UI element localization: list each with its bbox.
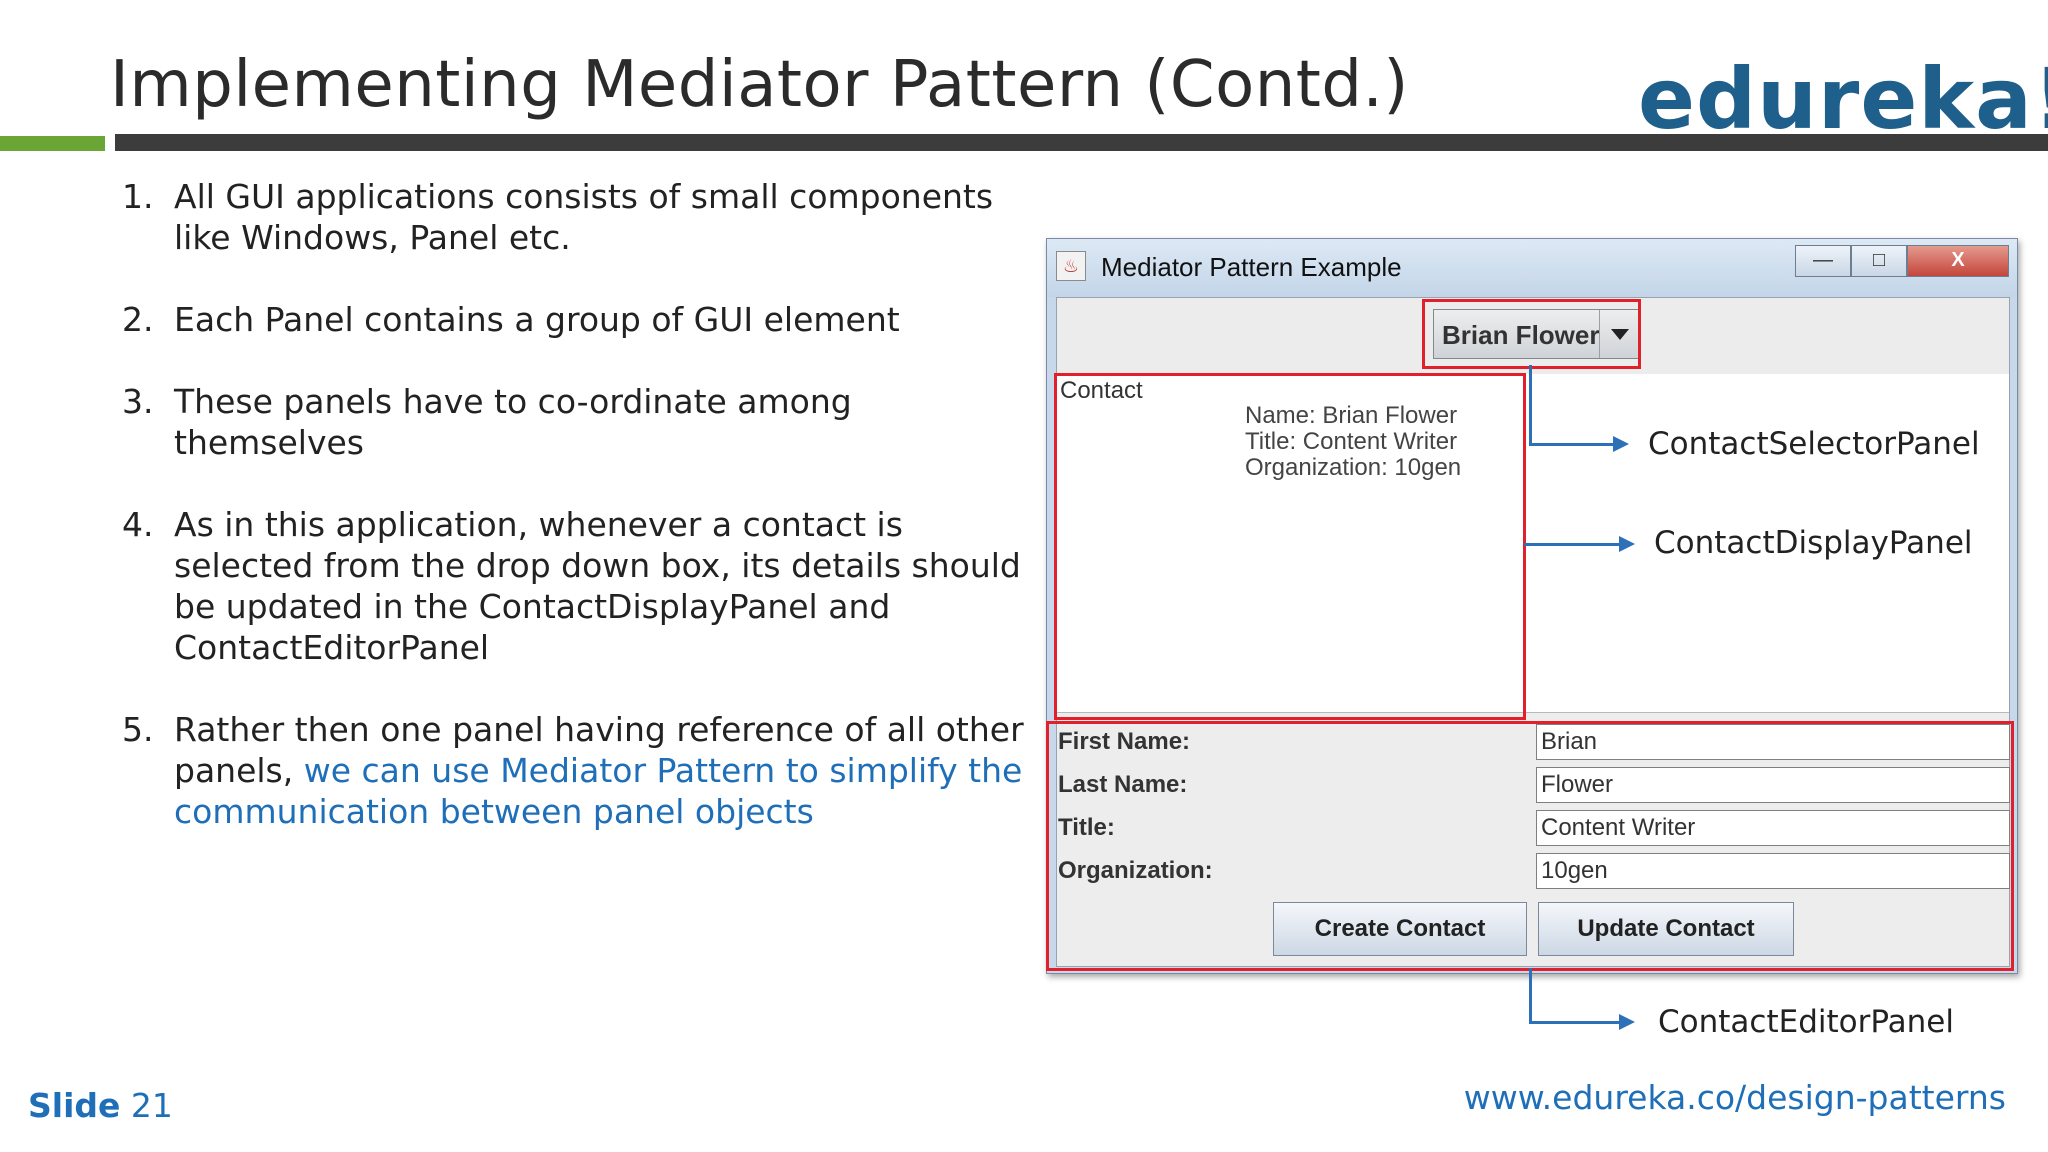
display-name: Name: Brian Flower: [1245, 402, 1458, 429]
first-name-value: Brian: [1541, 728, 1598, 755]
title-accent-bar: [0, 136, 105, 151]
last-name-label: Last Name:: [1058, 771, 1188, 798]
last-name-value: Flower: [1541, 771, 1614, 798]
footer-url-link[interactable]: www.edureka.co/design-patterns: [1463, 1078, 2006, 1117]
display-arrowhead: [1619, 536, 1635, 552]
title-field[interactable]: Content Writer: [1536, 810, 2010, 846]
editor-highlight-box: [1046, 721, 2014, 971]
display-connector: [1524, 543, 1624, 546]
maximize-button[interactable]: □: [1851, 245, 1907, 277]
selector-panel-annotation: ContactSelectorPanel: [1648, 426, 1980, 462]
contact-selector-panel: Brian Flower: [1057, 298, 2009, 375]
first-name-label: First Name:: [1058, 728, 1191, 755]
contact-dropdown[interactable]: Brian Flower: [1433, 309, 1641, 359]
window-title: Mediator Pattern Example: [1101, 252, 1402, 282]
slide-number: 21: [130, 1086, 173, 1125]
contact-dropdown-value: Brian Flower: [1442, 320, 1600, 350]
display-panel-annotation: ContactDisplayPanel: [1654, 525, 1973, 561]
bullet-item-4: 4. As in this application, whenever a co…: [122, 504, 1042, 668]
title-label: Title:: [1058, 814, 1115, 841]
bullet-number: 3.: [122, 382, 154, 421]
organization-label: Organization:: [1058, 857, 1213, 884]
organization-value: 10gen: [1541, 857, 1608, 884]
bullet-number: 1.: [122, 177, 154, 216]
bullet-highlight-text: we can use Mediator Pattern to simplify …: [174, 751, 1023, 831]
bullet-text: All GUI applications consists of small c…: [174, 177, 994, 257]
selector-arrowhead: [1613, 436, 1629, 452]
selector-connector-horizontal: [1529, 443, 1619, 446]
bullet-item-2: 2. Each Panel contains a group of GUI el…: [122, 299, 1042, 340]
slide-title: Implementing Mediator Pattern (Contd.): [110, 48, 1409, 122]
contact-heading: Contact: [1060, 377, 1143, 404]
display-title: Title: Content Writer: [1245, 428, 1458, 455]
bullet-item-1: 1. All GUI applications consists of smal…: [122, 176, 1042, 258]
bullet-text: As in this application, whenever a conta…: [174, 505, 1021, 667]
bullet-text: Rather then one panel having reference o…: [174, 710, 1024, 790]
title-value: Content Writer: [1541, 814, 1696, 841]
editor-connector-vertical: [1529, 968, 1532, 1024]
last-name-field[interactable]: Flower: [1536, 767, 2010, 803]
bullet-item-3: 3. These panels have to co-ordinate amon…: [122, 381, 1042, 463]
slide-number-label: Slide 21: [28, 1086, 173, 1125]
chevron-down-icon[interactable]: [1599, 310, 1640, 358]
display-highlight-box: [1054, 373, 1526, 720]
slide-word: Slide: [28, 1086, 121, 1125]
window-titlebar[interactable]: ♨ Mediator Pattern Example — □ X: [1047, 239, 2017, 297]
selector-connector-vertical: [1529, 365, 1532, 446]
selector-highlight-box: [1422, 299, 1641, 369]
display-organization: Organization: 10gen: [1245, 454, 1462, 481]
title-divider-bar: [115, 134, 2048, 151]
editor-arrowhead: [1619, 1014, 1635, 1030]
bullet-list: 1. All GUI applications consists of smal…: [122, 176, 1042, 873]
bullet-number: 5.: [122, 710, 154, 749]
first-name-field[interactable]: Brian: [1536, 724, 2010, 760]
java-app-icon: ♨: [1056, 251, 1086, 281]
bullet-number: 2.: [122, 300, 154, 339]
bullet-number: 4.: [122, 505, 154, 544]
minimize-button[interactable]: —: [1795, 245, 1851, 277]
close-button[interactable]: X: [1907, 245, 2009, 277]
editor-panel-annotation: ContactEditorPanel: [1658, 1004, 1954, 1040]
organization-field[interactable]: 10gen: [1536, 853, 2010, 889]
bullet-text: These panels have to co-ordinate among t…: [174, 382, 852, 462]
bullet-text: Each Panel contains a group of GUI eleme…: [174, 300, 900, 339]
update-contact-button[interactable]: Update Contact: [1538, 902, 1794, 956]
create-contact-button[interactable]: Create Contact: [1273, 902, 1527, 956]
edureka-logo: edureka!: [1638, 50, 2048, 148]
bullet-item-5: 5. Rather then one panel having referenc…: [122, 709, 1042, 832]
editor-connector-horizontal: [1529, 1021, 1624, 1024]
mediator-example-window: ♨ Mediator Pattern Example — □ X Brian F…: [1046, 238, 2018, 974]
